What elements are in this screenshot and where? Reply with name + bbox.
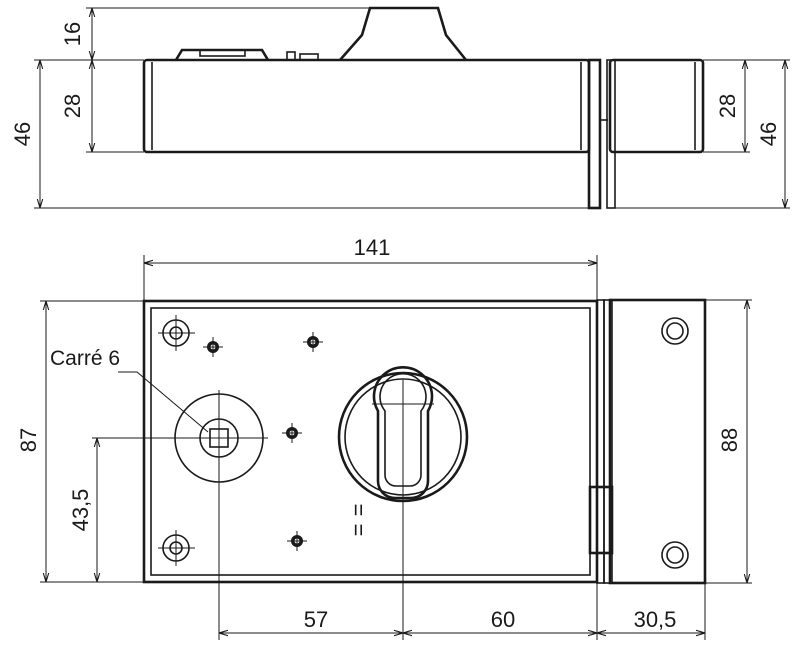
rivet-4 — [287, 531, 307, 551]
dim-30-5: 30,5 — [634, 607, 677, 632]
dim-60: 60 — [491, 607, 515, 632]
dim-46-left: 46 — [10, 122, 35, 146]
front-keeper — [608, 298, 707, 585]
dim-88: 88 — [717, 428, 742, 452]
keeper-hole-bottom — [661, 541, 689, 569]
fixing-hole-top-left — [158, 315, 195, 351]
dim-46-right: 46 — [756, 122, 781, 146]
top-latch — [174, 48, 270, 61]
dim-28-left: 28 — [60, 94, 85, 118]
rivet-2 — [303, 332, 323, 352]
label-carre-6: Carré 6 — [50, 347, 120, 370]
top-view: 16 28 46 28 46 — [10, 6, 790, 210]
top-keeper — [608, 58, 705, 154]
spindle-square — [170, 390, 268, 486]
top-lock-body — [142, 58, 591, 154]
dim-57: 57 — [304, 607, 328, 632]
dim-43-5: 43,5 — [68, 489, 93, 532]
rivet-3 — [282, 423, 302, 443]
top-flange — [587, 58, 602, 210]
front-bolt-tab — [588, 485, 614, 555]
fixing-hole-bottom-left — [158, 530, 195, 566]
dim-28-right: 28 — [715, 94, 740, 118]
dim-141: 141 — [354, 235, 391, 260]
front-view: = = Carré 6 141 87 43,5 57 60 30,5 88 — [16, 235, 752, 640]
dim-16: 16 — [60, 22, 85, 46]
equal-mark-bottom: = — [346, 524, 371, 537]
equal-mark-top: = — [346, 504, 371, 517]
dim-87: 87 — [16, 428, 41, 452]
top-bolt-knob — [339, 6, 468, 61]
cylinder-rosette — [337, 366, 469, 508]
keeper-hole-top — [661, 317, 689, 345]
rivet-1 — [203, 337, 223, 357]
